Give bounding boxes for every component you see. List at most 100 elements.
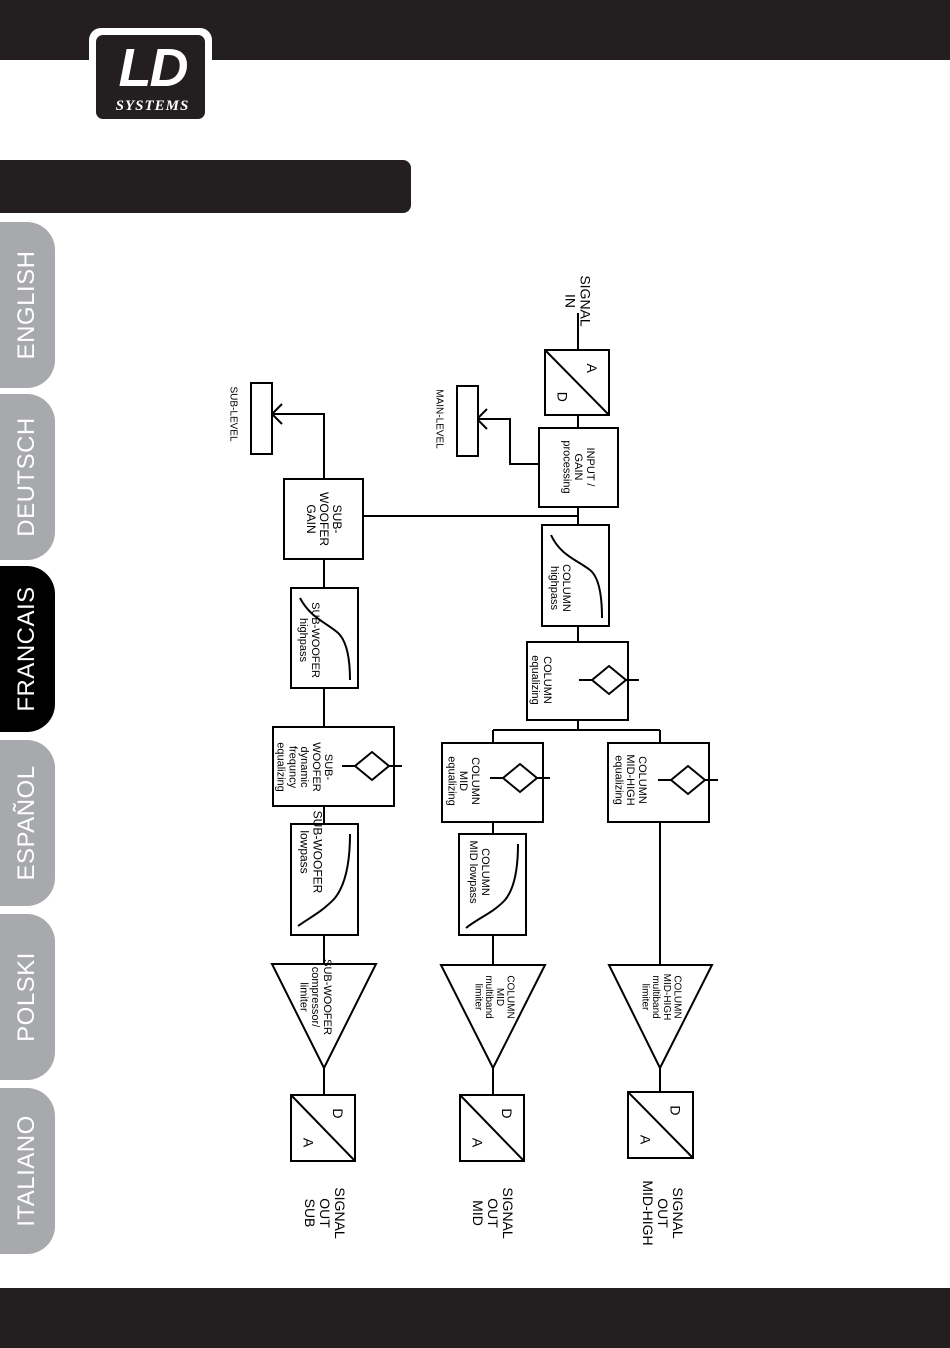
main-level-label: MAIN-LEVEL	[434, 389, 445, 449]
input-gain-label-line: processing	[560, 440, 572, 493]
compressor-sub-label-line: compressor/	[309, 967, 321, 1028]
column-mid-high-eq-label-line: COLUMN	[636, 756, 648, 804]
limiter-mid-high-label-line: COLUMN	[672, 975, 683, 1018]
ld-systems-logo: LD SYSTEMS	[89, 28, 212, 126]
column-equalizing-box	[526, 641, 629, 721]
main-level-label-line: MAIN-LEVEL	[434, 389, 445, 449]
sub-level-box	[250, 382, 273, 455]
bottom-bar	[0, 1288, 950, 1348]
signal-out-mid-label-line: MID	[470, 1200, 486, 1226]
da-converter-mid-high-upper: D	[668, 1105, 684, 1115]
tab-espanol[interactable]: ESPAÑOL	[0, 740, 55, 906]
input-gain-label-line: GAIN	[572, 454, 584, 481]
column-highpass-box	[541, 524, 610, 627]
sub-woofer-lowpass-label-line: SUB-WOOFER	[310, 811, 324, 894]
da-converter-mid-high-upper-line: D	[668, 1105, 684, 1115]
limiter-mid-label-line: multiband	[483, 975, 494, 1018]
da-converter-mid-high-diagonal	[627, 1091, 694, 1159]
compressor-sub-triangle	[270, 963, 378, 1071]
signal-out-mid-high-label-line: SIGNAL	[670, 1187, 686, 1239]
ad-converter-lower-line: D	[554, 392, 570, 402]
section-header-bar	[0, 160, 411, 213]
limiter-mid-label-line: MID	[494, 988, 505, 1006]
column-highpass-label-line: highpass	[548, 566, 560, 611]
logo-text: LD	[118, 38, 189, 98]
signal-out-mid-high-label-line: OUT	[655, 1198, 671, 1228]
da-converter-sub-lower: A	[300, 1138, 316, 1148]
sub-woofer-gain-label-line: GAIN	[304, 504, 318, 533]
tab-english[interactable]: ENGLISH	[0, 222, 55, 388]
da-converter-sub-diagonal	[290, 1094, 356, 1162]
tab-polski[interactable]: POLSKI	[0, 914, 55, 1080]
ad-converter-upper: A	[584, 364, 600, 374]
sub-woofer-dyn-eq-box	[272, 726, 395, 807]
tab-francais[interactable]: FRANCAIS	[0, 566, 55, 732]
ad-converter-diagonal	[544, 349, 610, 416]
column-mid-high-eq-label-line: equalizing	[612, 755, 624, 805]
ad-converter-upper-line: A	[584, 364, 600, 374]
sub-woofer-gain-label-line: WOOFER	[317, 492, 331, 546]
column-equalizing-label-line: COLUMN	[541, 656, 553, 704]
da-converter-mid-upper-line: D	[499, 1108, 515, 1118]
logo-subtext: SYSTEMS	[115, 98, 190, 114]
column-mid-high-eq-box	[607, 742, 710, 823]
limiter-mid-high-label-line: MID-HIGH	[661, 974, 672, 1021]
signal-out-mid-high-label-line: MID-HIGH	[640, 1180, 656, 1245]
sub-lowpass-curve	[297, 833, 351, 927]
column-mid-eq-label-line: equalizing	[445, 756, 457, 806]
sub-woofer-dyn-eq-label-line: WOOFER	[310, 742, 322, 792]
da-converter-mid-lower: A	[469, 1138, 485, 1148]
da-converter-mid-high-lower: A	[638, 1135, 654, 1145]
sub-woofer-dyn-eq-label-line: SUB-	[322, 754, 334, 781]
limiter-mid-triangle	[439, 964, 547, 1071]
sub-highpass-curve	[299, 597, 351, 681]
ad-converter-lower: D	[554, 392, 570, 402]
limiter-mid-label-line: limiter	[472, 984, 483, 1011]
logo-badge: LD SYSTEMS	[94, 33, 207, 121]
sub-woofer-dyn-eq-label-line: frequncy	[286, 746, 298, 789]
sub-woofer-highpass-box	[290, 587, 359, 689]
sub-woofer-highpass-label-line: SUB-WOOFER	[309, 602, 321, 678]
sub-woofer-gain-label-line: SUB-	[330, 505, 344, 534]
column-mid-lowpass-label-line: MID lowpass	[467, 841, 479, 904]
da-converter-sub-upper: D	[330, 1108, 346, 1118]
da-converter-sub-upper-line: D	[330, 1108, 346, 1118]
limiter-mid-high-triangle	[607, 964, 714, 1071]
sub-woofer-dyn-eq-label-line: dynamic	[298, 747, 310, 788]
sub-level-line	[272, 413, 325, 479]
signal-out-mid-label-line: OUT	[485, 1198, 501, 1228]
limiter-mid-high-label-line: multiband	[650, 975, 661, 1018]
signal-in-label-line: IN	[563, 294, 579, 308]
column-mid-eq-label-line: COLUMN	[469, 757, 481, 805]
sub-woofer-lowpass-box	[290, 823, 359, 936]
da-converter-sub-lower-line: A	[300, 1138, 316, 1148]
tab-italiano[interactable]: ITALIANO	[0, 1088, 55, 1254]
limiter-mid-label-line: COLUMN	[505, 975, 516, 1018]
column-mid-lowpass-box	[458, 833, 527, 936]
highpass-curve	[550, 534, 603, 619]
input-gain-box	[538, 427, 619, 508]
sub-woofer-gain-box	[283, 478, 364, 560]
compressor-sub-label-line: SUB-WOOFER	[321, 959, 333, 1035]
sub-woofer-dyn-eq-label-line: equalizing	[274, 742, 286, 792]
tab-deutsch[interactable]: DEUTSCH	[0, 394, 55, 560]
compressor-sub-label-line: limiter	[297, 982, 309, 1012]
mid-lowpass-curve	[465, 843, 519, 929]
column-highpass-label-line: COLUMN	[560, 564, 572, 612]
sub-level-label-line: SUB-LEVEL	[228, 386, 239, 441]
